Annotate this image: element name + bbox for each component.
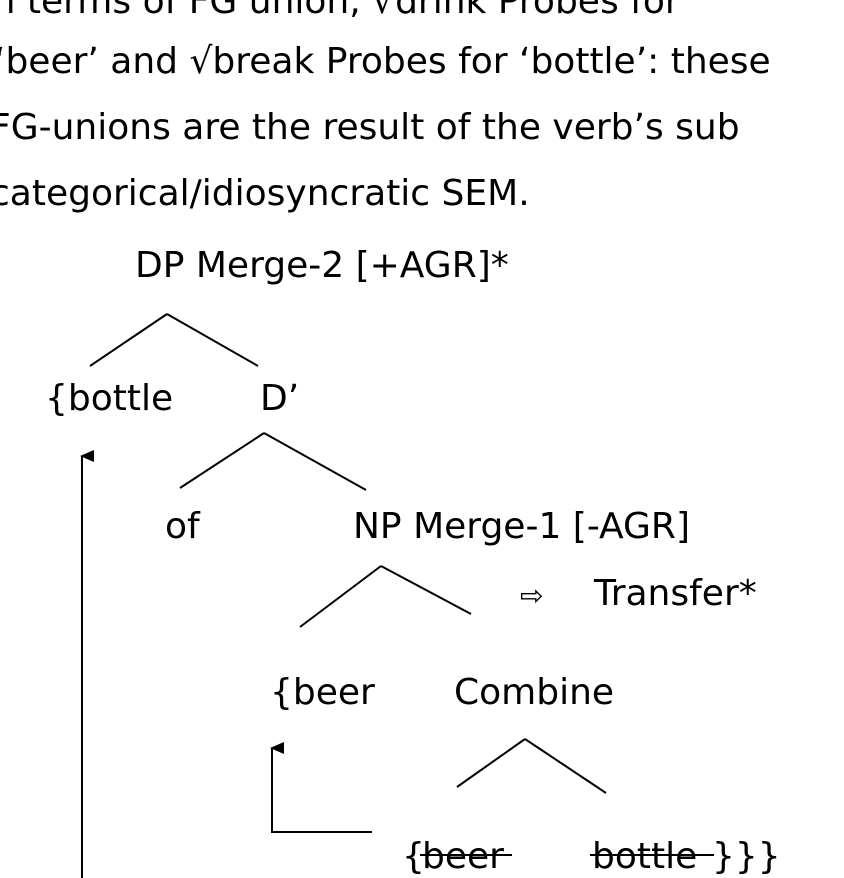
struck-beer-copy: beer	[422, 836, 504, 877]
paragraph-text: In terms of FG union, √drink Probes for …	[0, 0, 844, 230]
root-left-branch	[89, 313, 168, 367]
paragraph-line-4: categorical/idiosyncratic SEM.	[0, 173, 530, 214]
lower-brace-open: {	[402, 836, 425, 877]
paragraph-line-1: In terms of FG union, √drink Probes for	[0, 0, 680, 22]
np-node: NP Merge-1 [-AGR]	[353, 506, 690, 547]
d-bar-node: D’	[260, 378, 299, 419]
combine-right-branch	[524, 738, 607, 794]
d-bar-right-branch	[263, 432, 367, 491]
paragraph-line-3: FG-unions are the result of the verb’s s…	[0, 107, 740, 148]
combine-node: Combine	[454, 672, 614, 713]
root-right-branch	[166, 313, 259, 367]
combine-left-branch	[456, 738, 526, 788]
lower-brace-close: }}}	[712, 836, 781, 877]
transfer-arrow-icon: ⇨	[520, 579, 543, 612]
transfer-label: Transfer*	[593, 573, 757, 614]
np-left-branch	[299, 565, 382, 628]
struck-bottle-copy: bottle	[592, 836, 697, 877]
paragraph-line-2: ‘beer’ and √break Probes for ‘bottle’: t…	[0, 41, 771, 82]
beer-node: {beer	[270, 672, 375, 713]
of-node: of	[165, 506, 201, 547]
d-bar-left-branch	[179, 432, 265, 489]
beer-movement-arrow	[270, 742, 372, 833]
bottle-node: {bottle	[45, 378, 173, 419]
root-label: DP Merge-2 [+AGR]*	[135, 245, 509, 286]
np-right-branch	[380, 565, 472, 615]
